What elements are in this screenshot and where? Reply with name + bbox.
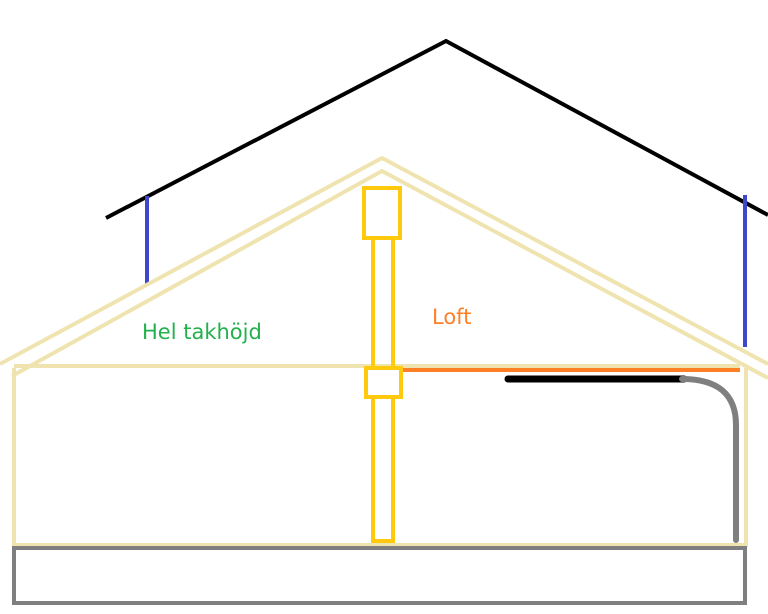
inner-roof: [0, 155, 768, 380]
chimney: [362, 186, 403, 543]
foundation: [12, 546, 747, 605]
gray-pipe: [679, 376, 739, 543]
inner-roof-inner-line: [11, 168, 768, 380]
loft-label: Loft: [432, 305, 471, 329]
inner-roof-outer-line: [0, 155, 768, 366]
chimney-lower-shaft: [371, 395, 395, 543]
chimney-collar: [364, 366, 403, 399]
chimney-upper-shaft: [371, 236, 395, 370]
outer-roof-line: [105, 38, 768, 220]
house-walls: [12, 368, 748, 547]
full-ceiling-height-label: Hel takhöjd: [142, 320, 262, 344]
chimney-top: [362, 186, 402, 240]
